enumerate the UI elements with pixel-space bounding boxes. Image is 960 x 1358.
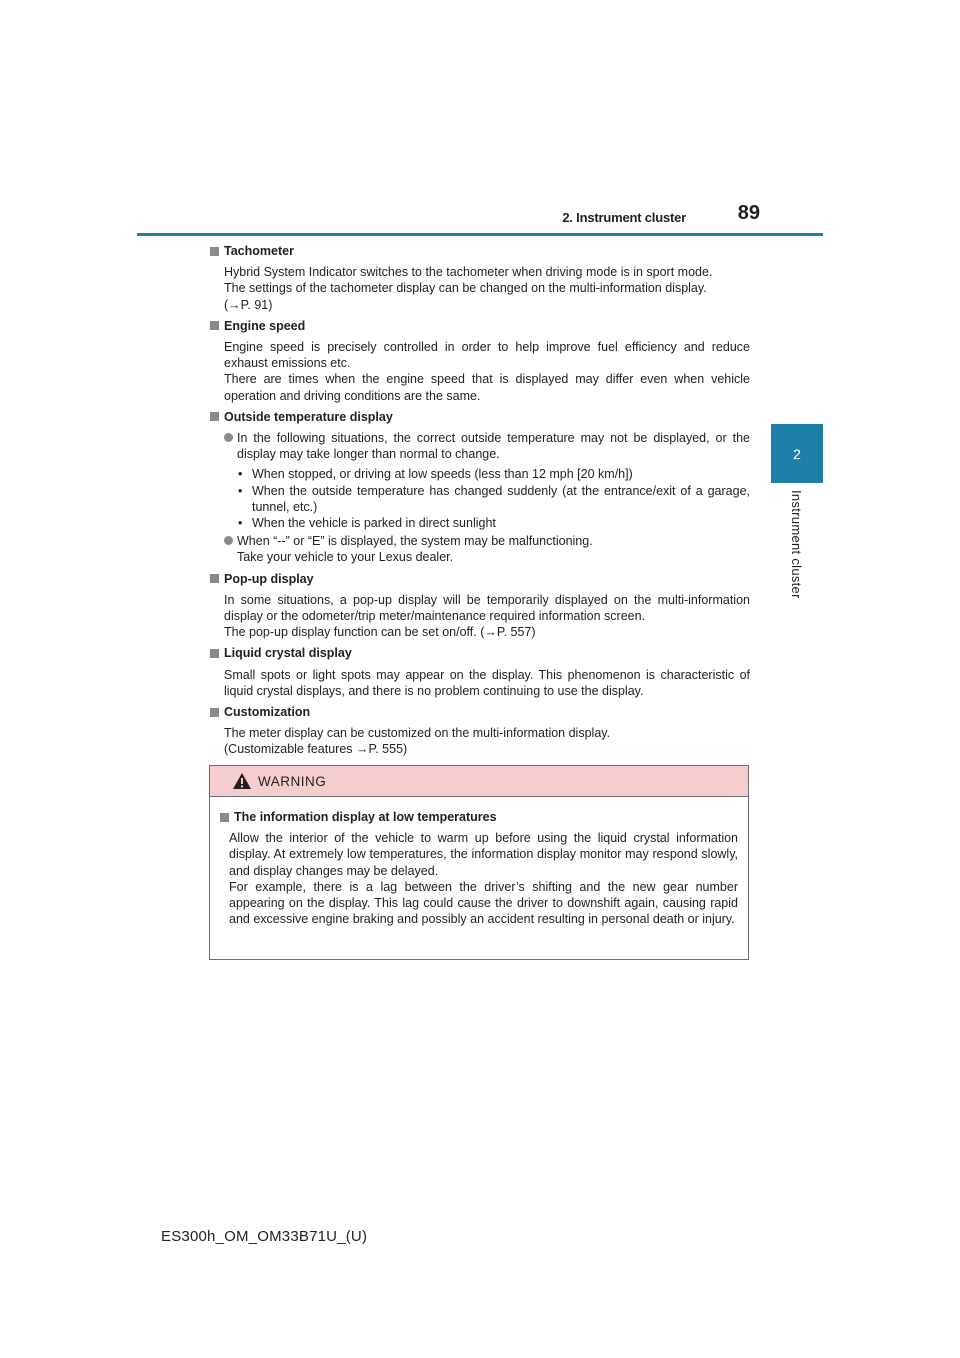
sub-list-item: • When stopped, or driving at low speeds…	[238, 467, 633, 482]
warning-box: WARNING The information display at low t…	[209, 765, 749, 960]
paragraph: In some situations, a pop-up display wil…	[224, 592, 750, 624]
chapter-tab[interactable]: 2	[771, 424, 823, 483]
middot-bullet-icon: •	[238, 516, 243, 531]
paragraph: Small spots or light spots may appear on…	[224, 667, 750, 698]
warning-triangle-icon	[233, 773, 251, 789]
sub-list-item: • When the outside temperature has chang…	[238, 483, 750, 514]
chapter-tab-number: 2	[793, 445, 801, 462]
page-number: 89	[737, 202, 760, 224]
section-heading-tachometer: Tachometer	[210, 243, 750, 259]
section-heading-outside-temperature: Outside temperature display	[210, 409, 750, 425]
section-heading-liquid-crystal: Liquid crystal display	[210, 645, 750, 661]
main-content: Tachometer Hybrid System Indicator switc…	[210, 243, 750, 758]
list-item: In the following situations, the correct…	[224, 430, 750, 462]
paragraph-with-page-reference[interactable]: (Customizable features →P. 555)	[224, 742, 408, 757]
section-body-engine-speed: Engine speed is precisely controlled in …	[224, 339, 750, 404]
sub-list-item: • When the vehicle is parked in direct s…	[238, 516, 496, 531]
manual-code: ES300h_OM_OM33B71U_(U)	[161, 1228, 368, 1245]
section-body-popup-display: In some situations, a pop-up display wil…	[224, 592, 750, 641]
header-rule	[137, 233, 823, 236]
square-bullet-icon	[210, 246, 219, 256]
paragraph: For example, there is a lag between the …	[229, 879, 738, 927]
section-heading-popup-display: Pop-up display	[210, 571, 750, 587]
paragraph: The meter display can be customized on t…	[224, 726, 611, 741]
page-reference-link[interactable]: (→P. 91)	[224, 297, 273, 312]
round-bullet-icon	[224, 536, 233, 546]
square-bullet-icon	[210, 412, 219, 422]
paragraph: Allow the interior of the vehicle to war…	[229, 831, 738, 878]
square-bullet-icon	[210, 649, 219, 659]
section-body-tachometer: Hybrid System Indicator switches to the …	[224, 264, 750, 313]
section-title: 2. Instrument cluster	[562, 210, 686, 225]
warning-subheading: The information display at low temperatu…	[220, 809, 738, 825]
paragraph: Engine speed is precisely controlled in …	[224, 340, 750, 371]
warning-header: WARNING	[210, 766, 748, 797]
middot-bullet-icon: •	[238, 467, 243, 482]
list-item: When “--” or “E” is displayed, the syste…	[224, 533, 750, 565]
paragraph: Hybrid System Indicator switches to the …	[224, 265, 713, 280]
sub-list: • When stopped, or driving at low speeds…	[238, 466, 750, 531]
paragraph: There are times when the engine speed th…	[224, 372, 750, 403]
warning-body: The information display at low temperatu…	[210, 797, 748, 927]
warning-title: WARNING	[258, 773, 327, 789]
square-bullet-icon	[220, 812, 229, 822]
section-body-liquid-crystal: Small spots or light spots may appear on…	[224, 667, 750, 699]
section-body-customization: The meter display can be customized on t…	[224, 725, 750, 757]
round-bullet-icon	[224, 433, 233, 443]
middot-bullet-icon: •	[238, 483, 243, 498]
chapter-tab-label: Instrument cluster	[789, 490, 804, 599]
paragraph-with-page-reference[interactable]: The pop-up display function can be set o…	[224, 625, 536, 640]
section-heading-customization: Customization	[210, 704, 750, 720]
square-bullet-icon	[210, 321, 219, 331]
warning-text: Allow the interior of the vehicle to war…	[229, 830, 738, 927]
square-bullet-icon	[210, 707, 219, 717]
section-heading-engine-speed: Engine speed	[210, 318, 750, 334]
paragraph: The settings of the tachometer display c…	[224, 281, 707, 296]
square-bullet-icon	[210, 574, 219, 584]
